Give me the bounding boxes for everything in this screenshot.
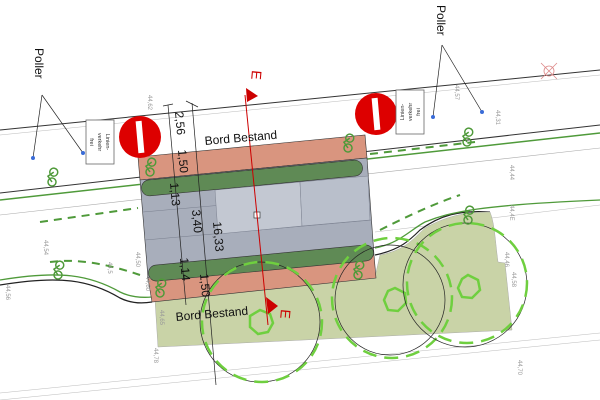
section-line-e: E E [244, 70, 294, 326]
dim-1-50-bottom: 1,50 [197, 273, 213, 298]
bollard [31, 156, 35, 160]
bicycle-icon [461, 127, 474, 147]
bicycle-icon [342, 133, 355, 153]
elevation: 44,78 [152, 348, 158, 364]
bord-bestand-top: Bord Bestand [204, 128, 278, 148]
sign-line-2: verkehr [96, 133, 102, 152]
sign-line-1: Linien- [104, 134, 110, 151]
bicycle-icon [154, 278, 167, 298]
sign-line-3: frei [416, 108, 422, 116]
poller-label-left: Poller [32, 48, 46, 79]
elevation: 44,46 [503, 252, 509, 268]
dim-3-40: 3,40 [189, 209, 205, 234]
hedge-top [141, 159, 363, 197]
elevation: 44,50 [134, 252, 140, 268]
bus-platform [137, 134, 377, 303]
elevation: 44,5 [106, 262, 112, 274]
no-entry-sign-right [355, 93, 397, 135]
bollard [480, 110, 484, 114]
trees [199, 221, 529, 384]
dim-1-13: 1,13 [167, 182, 183, 207]
bicycle-icon [144, 157, 157, 177]
elevation: 44,31 [494, 110, 500, 126]
dim-1-14: 1,14 [177, 257, 193, 282]
sign-line-3: frei [88, 138, 94, 146]
elevation: 44,56 [4, 285, 10, 301]
elevation: 44,4E [508, 205, 514, 221]
dim-16-33: 16,33 [210, 221, 227, 252]
bicycle-icon [46, 167, 59, 187]
bord-bestand-bottom: Bord Bestand [175, 304, 249, 324]
bicycle-icon [352, 260, 365, 280]
no-entry-sign-left [119, 116, 161, 158]
sign-linienverkehr-right: Linien- verkehr frei [395, 89, 425, 135]
hedge-bottom [148, 244, 374, 282]
dim-2-56: 2,56 [172, 111, 188, 136]
elevation-labels: 44,62 44,57 44,31 44,44 44,4E 44,56 44,5… [4, 85, 522, 376]
elevation: 44,62 [146, 95, 152, 111]
elevation: 44,58 [510, 272, 516, 288]
elevation: 44,70 [516, 360, 522, 376]
elevation: 44,65 [158, 310, 164, 326]
dimension-lines [162, 100, 217, 386]
sign-line-1: Linien- [400, 104, 406, 121]
bollard [81, 151, 85, 155]
section-label-top: E [248, 70, 265, 81]
elevation: 44,54 [42, 240, 48, 256]
sign-linienverkehr-left: Linien- verkehr frei [85, 119, 115, 165]
elevation: 44,57 [453, 85, 459, 101]
dimension-texts: 2,56 1,50 1,13 3,40 16,33 1,14 1,50 [167, 111, 227, 298]
bike-path-dashes [39, 141, 476, 276]
bicycle-icon [52, 260, 65, 280]
street-lamp-icon [540, 62, 558, 80]
elevation: 44,60 [144, 276, 150, 292]
poller-label-right: Poller [434, 5, 448, 36]
section-label-bottom: E [277, 309, 294, 320]
poller-annotations: Poller Poller [31, 5, 484, 160]
dim-1-50-top: 1,50 [175, 149, 191, 174]
bollard [431, 115, 435, 119]
sign-line-2: verkehr [408, 103, 414, 122]
bicycle-icons [46, 127, 475, 298]
bicycle-icon [462, 205, 475, 225]
elevation: 44,44 [508, 165, 514, 181]
